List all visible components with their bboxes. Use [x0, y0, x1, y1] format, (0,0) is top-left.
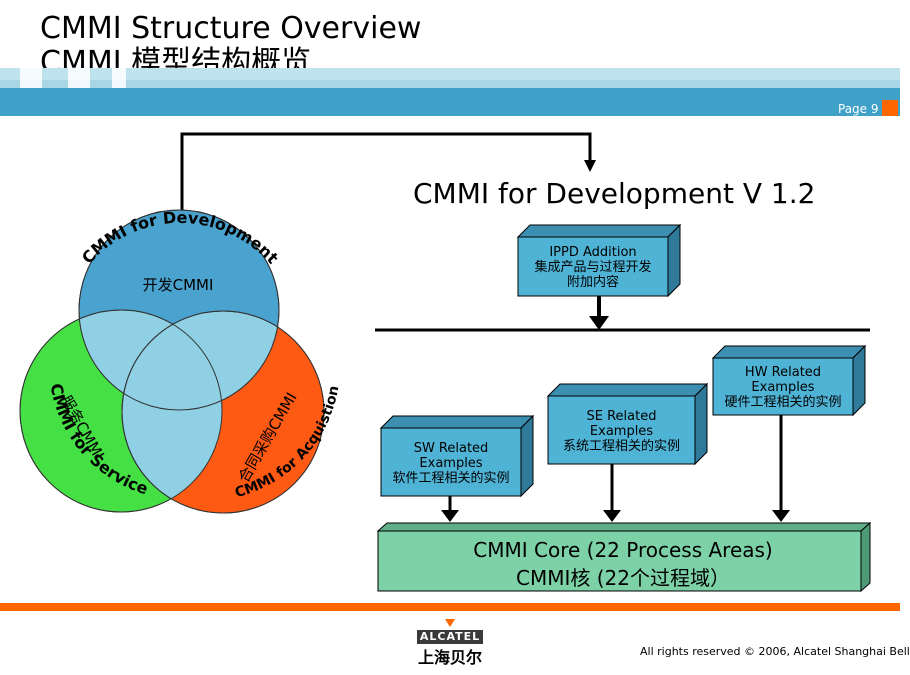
page-number: Page 9 — [838, 102, 879, 116]
hw-arrowhead — [772, 510, 790, 522]
hw-box: HW Related Examples 硬件工程相关的实例 — [713, 365, 853, 410]
core-box-line1: CMMI Core (22 Process Areas) — [473, 538, 773, 562]
sw-box-line2: Examples — [419, 456, 483, 471]
slide-title-en: CMMI Structure Overview — [40, 11, 422, 46]
development-inner-label: 开发CMMI — [143, 276, 214, 294]
alcatel-logo-cn: 上海贝尔 — [417, 648, 482, 667]
hw-box-shape — [711, 344, 867, 417]
sw-box: SW Related Examples 软件工程相关的实例 — [381, 441, 521, 486]
ippd-box-line2: 集成产品与过程开发 — [534, 260, 652, 275]
page-marker-square — [882, 100, 898, 116]
copyright-text: All rights reserved © 2006, Alcatel Shan… — [640, 645, 910, 658]
sw-box-shape — [379, 414, 535, 498]
sw-box-line1: SW Related — [413, 441, 489, 456]
hw-box-line3: 硬件工程相关的实例 — [724, 395, 842, 410]
ippd-box-line1: IPPD Addition — [549, 245, 637, 260]
hw-box-line2: Examples — [751, 380, 815, 395]
connector-arrowhead — [584, 160, 596, 172]
se-box: SE Related Examples 系统工程相关的实例 — [548, 409, 695, 454]
connector-line — [180, 132, 592, 216]
ippd-box-line3: 附加内容 — [566, 275, 619, 290]
logo-triangle-icon — [445, 619, 455, 627]
se-box-line3: 系统工程相关的实例 — [562, 439, 680, 454]
core-box-shape — [376, 521, 872, 593]
core-box: CMMI Core (22 Process Areas) CMMI核 (22个过… — [380, 536, 866, 592]
header-band-highlight — [0, 80, 900, 88]
band-square — [20, 68, 42, 88]
footer-bar — [0, 603, 900, 611]
ippd-box-shape — [516, 223, 682, 298]
core-box-line2: CMMI核 (22个过程域） — [516, 566, 730, 590]
se-box-line1: SE Related — [586, 409, 657, 424]
se-box-shape — [546, 382, 709, 466]
se-box-line2: Examples — [589, 424, 654, 439]
band-square — [68, 68, 90, 88]
ippd-box: IPPD Addition 集成产品与过程开发 附加内容 — [518, 245, 668, 290]
sw-box-line3: 软件工程相关的实例 — [392, 471, 510, 486]
hw-box-line1: HW Related — [744, 365, 822, 380]
dev-model-title: CMMI for Development V 1.2 — [413, 177, 816, 210]
ippd-arrowhead — [589, 316, 609, 330]
alcatel-logo: ALCATEL — [417, 630, 483, 644]
band-square — [112, 68, 126, 88]
header-band-top — [0, 68, 900, 80]
se-arrowhead — [603, 510, 621, 522]
sw-arrowhead — [441, 510, 459, 522]
